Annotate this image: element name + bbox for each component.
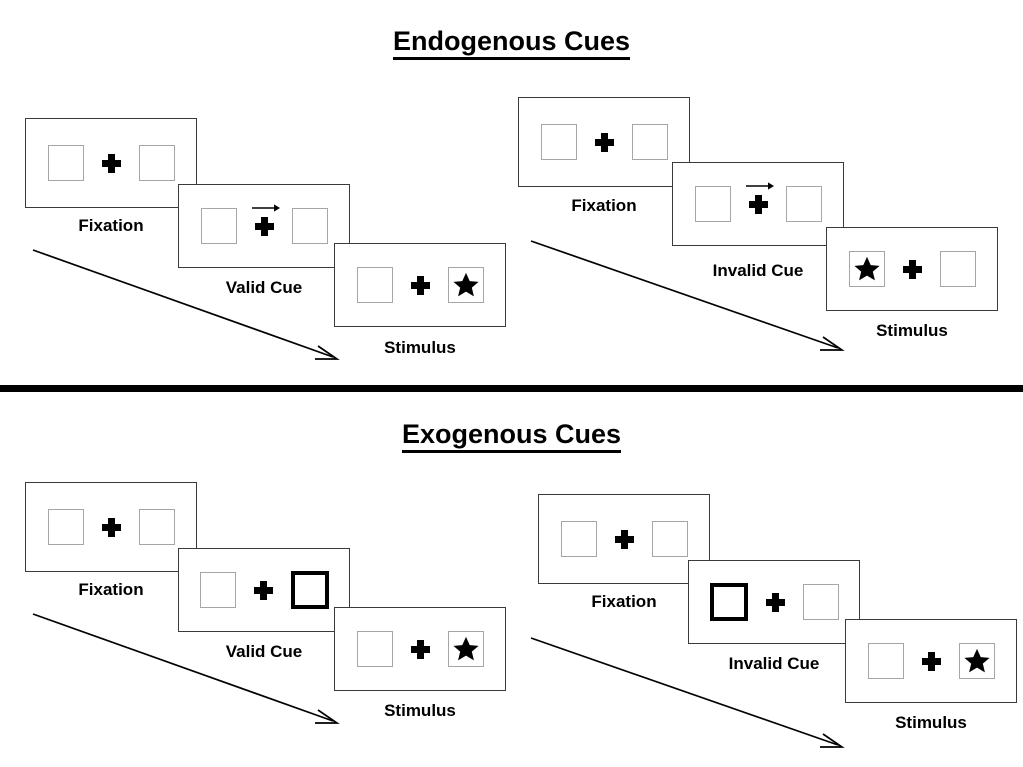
caption-exogenous-invalid-fixation: Fixation <box>591 592 657 611</box>
placeholder-box-left <box>200 208 237 244</box>
star-stimulus-icon <box>853 256 880 281</box>
panel-content <box>540 124 668 160</box>
panel-content <box>47 509 175 545</box>
fixation-cross-icon <box>253 580 273 600</box>
placeholder-box-left <box>356 631 393 667</box>
placeholder-box-left <box>540 124 577 160</box>
fixation-cross-icon <box>765 592 785 612</box>
caption-exogenous-valid-fixation: Fixation <box>78 580 144 599</box>
panel-endogenous-invalid-fixation <box>518 97 690 187</box>
panel-content <box>200 203 328 244</box>
time-arrow-endogenous-invalid <box>530 240 845 351</box>
section-divider <box>0 385 1023 392</box>
panel-exogenous-invalid-fixation <box>538 494 710 584</box>
fixation-cross-icon <box>101 153 121 173</box>
placeholder-box-right <box>939 251 976 287</box>
caption-endogenous-valid-fixation: Fixation <box>78 216 144 235</box>
caption-endogenous-valid-cue: Valid Cue <box>225 278 303 297</box>
placeholder-box-right <box>447 631 484 667</box>
exogenous-cue-box-right <box>290 571 329 609</box>
placeholder-box-right <box>651 521 688 557</box>
placeholder-box-right <box>631 124 668 160</box>
section-title-exogenous-text: Exogenous Cues <box>401 419 622 453</box>
fixation-cross-icon <box>921 651 941 671</box>
section-title-endogenous: Endogenous Cues <box>0 26 1023 60</box>
panel-endogenous-valid-cue <box>178 184 350 268</box>
placeholder-box-left <box>47 145 84 181</box>
panel-endogenous-invalid-stimulus <box>826 227 998 311</box>
fixation-cross-icon <box>251 203 280 236</box>
placeholder-box-right <box>802 584 839 620</box>
caption-endogenous-invalid-cue: Invalid Cue <box>712 261 804 280</box>
placeholder-box-left <box>356 267 393 303</box>
placeholder-box-right <box>447 267 484 303</box>
star-stimulus-icon <box>963 648 990 673</box>
caption-exogenous-invalid-stimulus: Stimulus <box>895 713 967 732</box>
exogenous-cue-box-left <box>709 583 748 621</box>
fixation-cross-icon <box>902 259 922 279</box>
fixation-cross-icon <box>410 275 430 295</box>
placeholder-box-right <box>958 643 995 679</box>
placeholder-box-left <box>867 643 904 679</box>
caption-exogenous-valid-stimulus: Stimulus <box>384 701 456 720</box>
placeholder-box-left <box>560 521 597 557</box>
time-arrow-exogenous-invalid <box>530 637 845 748</box>
panel-content <box>848 251 976 287</box>
placeholder-box-left <box>199 572 236 608</box>
panel-content <box>356 631 484 667</box>
panel-content <box>47 145 175 181</box>
section-title-endogenous-text: Endogenous Cues <box>392 26 630 60</box>
fixation-cross-icon <box>745 181 774 214</box>
panel-content <box>199 571 329 609</box>
caption-endogenous-valid-stimulus: Stimulus <box>384 338 456 357</box>
panel-exogenous-invalid-cue <box>688 560 860 644</box>
arrow-right-cue-icon <box>745 181 774 190</box>
panel-endogenous-invalid-cue <box>672 162 844 246</box>
caption-endogenous-invalid-stimulus: Stimulus <box>876 321 948 340</box>
fixation-cross-icon <box>594 132 614 152</box>
placeholder-box-right <box>785 186 822 222</box>
star-stimulus-icon <box>452 272 479 297</box>
section-title-exogenous: Exogenous Cues <box>0 419 1023 453</box>
panel-content <box>694 181 822 222</box>
fixation-cross-icon <box>614 529 634 549</box>
star-stimulus-icon <box>452 636 479 661</box>
panel-endogenous-valid-stimulus <box>334 243 506 327</box>
panel-exogenous-invalid-stimulus <box>845 619 1017 703</box>
placeholder-box-right <box>138 509 175 545</box>
panel-exogenous-valid-stimulus <box>334 607 506 691</box>
fixation-cross-icon <box>101 517 121 537</box>
placeholder-box-left <box>47 509 84 545</box>
panel-endogenous-valid-fixation <box>25 118 197 208</box>
panel-content <box>560 521 688 557</box>
fixation-cross-icon <box>410 639 430 659</box>
panel-exogenous-valid-cue <box>178 548 350 632</box>
caption-endogenous-invalid-fixation: Fixation <box>571 196 637 215</box>
placeholder-box-right <box>138 145 175 181</box>
panel-content <box>356 267 484 303</box>
panel-exogenous-valid-fixation <box>25 482 197 572</box>
panel-content <box>867 643 995 679</box>
arrow-right-cue-icon <box>251 203 280 212</box>
caption-exogenous-invalid-cue: Invalid Cue <box>728 654 820 673</box>
placeholder-box-left <box>848 251 885 287</box>
placeholder-box-left <box>694 186 731 222</box>
placeholder-box-right <box>291 208 328 244</box>
caption-exogenous-valid-cue: Valid Cue <box>225 642 303 661</box>
panel-content <box>709 583 839 621</box>
